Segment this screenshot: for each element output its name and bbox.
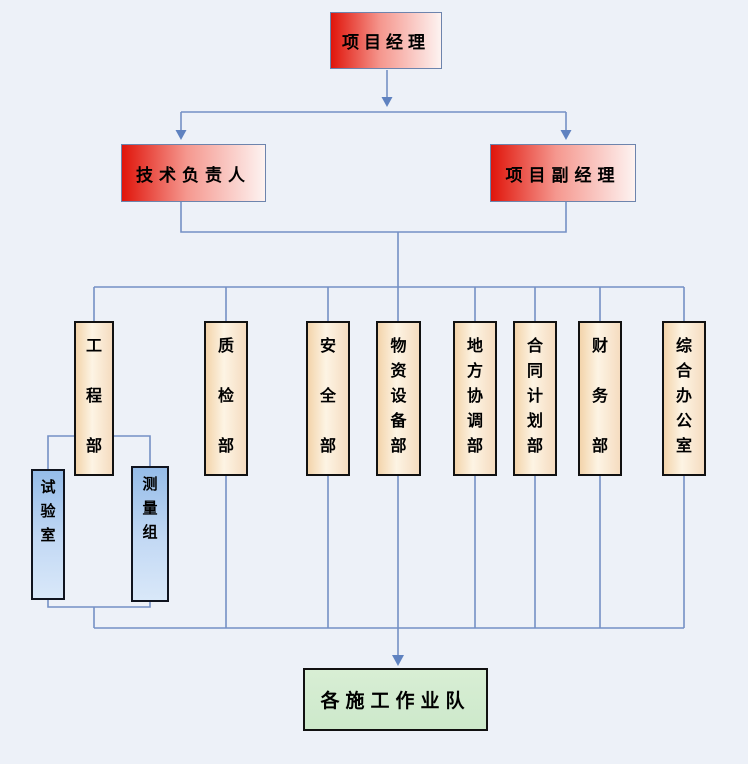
- node-construction-teams-label: 各施工作业队: [320, 690, 471, 712]
- arrow-down-icon: [560, 130, 572, 140]
- node-dept-materials-equipment: 物资设备部: [376, 321, 421, 476]
- connector-level2-join: [180, 202, 567, 287]
- connector-dept-collector: [93, 286, 685, 322]
- node-dept-engineering: 工程部: [74, 321, 114, 476]
- connector-subgroups: [47, 435, 151, 469]
- node-subgroup-test-lab: 试验室: [31, 469, 65, 600]
- arrow-down-icon: [381, 97, 393, 107]
- node-subgroup-survey-team: 测量组: [131, 466, 169, 602]
- node-dept-contract-planning: 合同计划部: [513, 321, 557, 476]
- node-dept-finance: 财务部: [578, 321, 622, 476]
- node-dept-quality-inspection: 质检部: [204, 321, 248, 476]
- connector-dept-drops: [225, 476, 685, 628]
- node-technical-director-label: 技术负责人: [136, 165, 251, 186]
- arrow-down-icon: [175, 130, 187, 140]
- connector-subgroup-join: [47, 600, 151, 628]
- node-dept-local-coordination: 地方协调部: [453, 321, 497, 476]
- node-dept-safety: 安全部: [306, 321, 350, 476]
- connector-level2-split: [180, 111, 567, 131]
- node-construction-teams: 各施工作业队: [303, 668, 488, 731]
- node-project-manager-label: 项目经理: [342, 33, 430, 53]
- node-deputy-project-manager: 项目副经理: [490, 144, 636, 202]
- node-dept-general-office: 综合办公室: [662, 321, 706, 476]
- node-project-manager: 项目经理: [330, 12, 442, 69]
- node-deputy-project-manager-label: 项目副经理: [505, 165, 621, 186]
- arrow-down-icon: [392, 655, 404, 666]
- node-technical-director: 技术负责人: [121, 144, 266, 202]
